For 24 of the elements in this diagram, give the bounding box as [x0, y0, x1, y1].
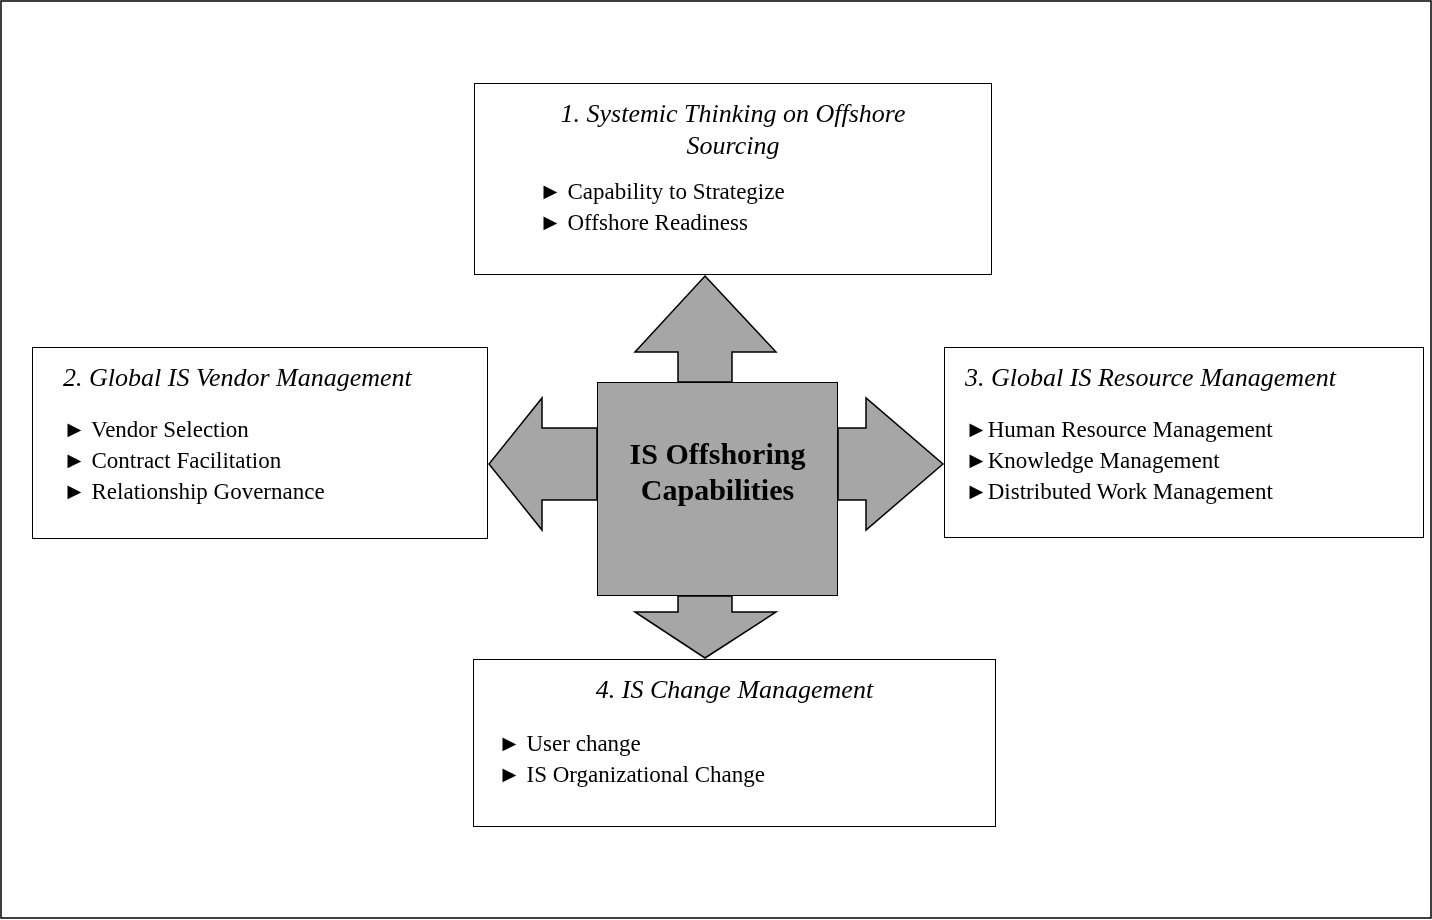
- center-square: [597, 382, 838, 596]
- capability-box: [944, 347, 1424, 538]
- bullet-item: ►Human Resource Management: [965, 416, 1274, 444]
- block-arrow: [632, 595, 779, 659]
- center-title: IS Offshoring Capabilities: [628, 436, 807, 508]
- capability-box: [474, 83, 992, 275]
- bullet-item: ►Knowledge Management: [965, 447, 1221, 475]
- bullet-item: ► Capability to Strategize: [539, 178, 786, 206]
- block-arrow: [633, 274, 778, 383]
- block-arrow: [488, 395, 598, 533]
- box-heading: 4. IS Change Management: [594, 674, 875, 706]
- capability-box: [473, 659, 996, 827]
- box-heading: 3. Global IS Resource Management: [965, 362, 1338, 394]
- bullet-item: ► IS Organizational Change: [498, 761, 766, 789]
- block-arrow: [837, 396, 945, 532]
- bullet-item: ► User change: [498, 730, 642, 758]
- box-heading: 1. Systemic Thinking on Offshore Sourcing: [559, 98, 907, 162]
- bullet-item: ►Distributed Work Management: [965, 478, 1274, 506]
- capability-box: [32, 347, 488, 539]
- box-heading: 2. Global IS Vendor Management: [63, 362, 413, 394]
- bullet-item: ► Vendor Selection: [63, 416, 250, 444]
- bullet-item: ► Contract Facilitation: [63, 447, 283, 475]
- bullet-item: ► Relationship Governance: [63, 478, 326, 506]
- bullet-item: ► Offshore Readiness: [539, 209, 749, 237]
